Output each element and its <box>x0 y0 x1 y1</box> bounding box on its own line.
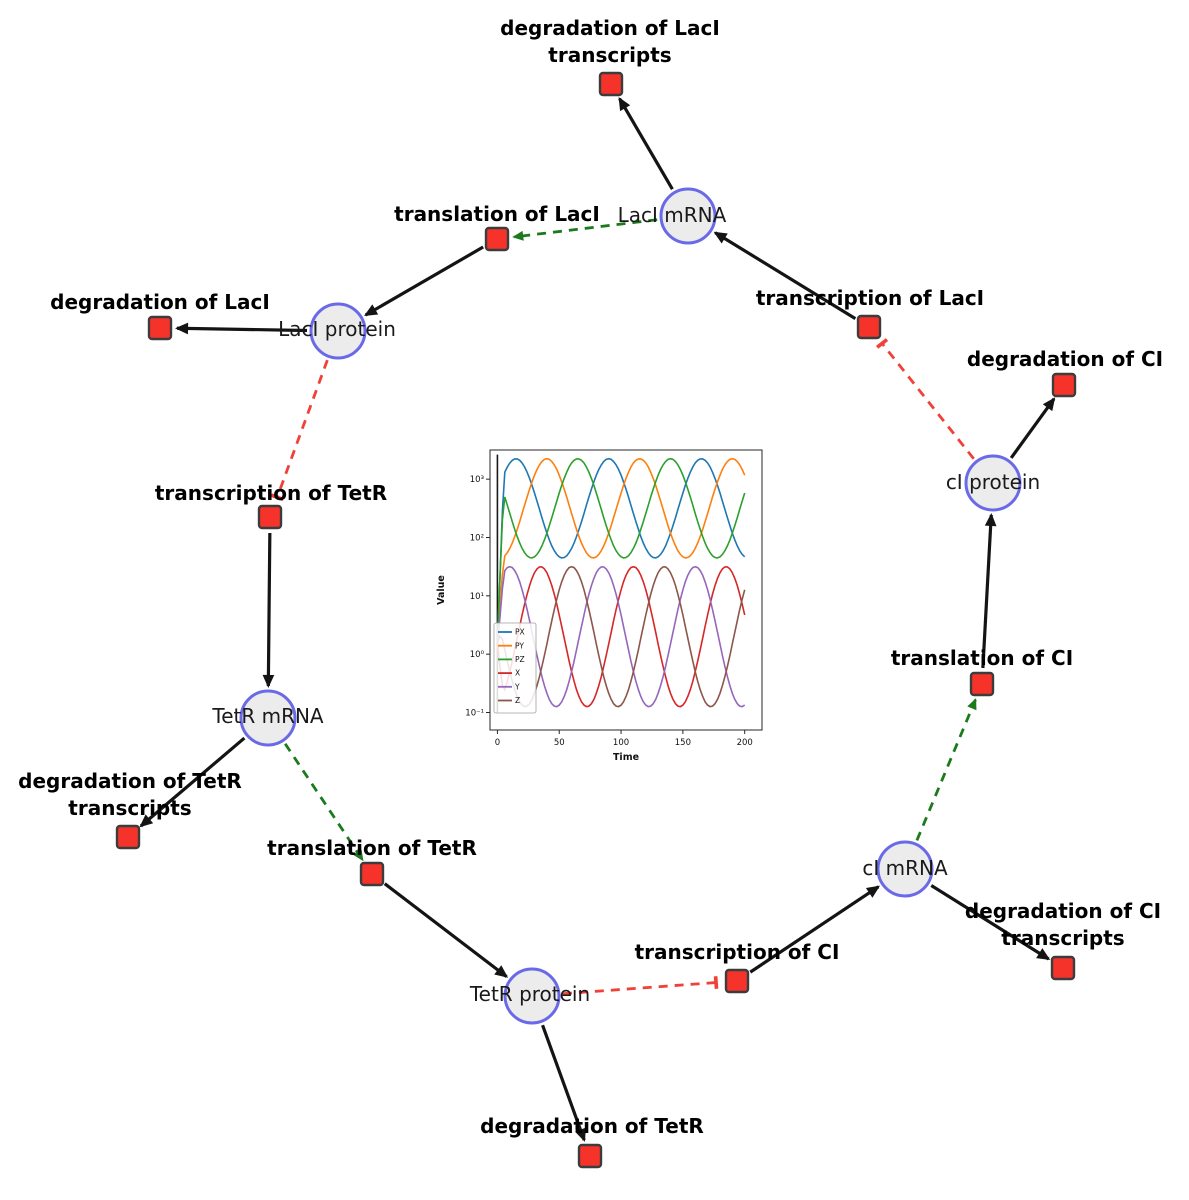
reaction-label-transcription_laci-line0: transcription of LacI <box>756 286 984 310</box>
x-tick-label: 50 <box>554 738 565 748</box>
edge-ci_protein-deg_ci <box>1009 397 1056 459</box>
series-line-PX <box>496 457 746 643</box>
x-axis-label: Time <box>613 752 639 763</box>
edge-laci_mrna-translation_laci <box>512 218 658 241</box>
series-line-PZ <box>496 457 746 643</box>
legend-label-X: X <box>515 669 520 678</box>
species-label-tetr_protein: TetR protein <box>469 982 590 1006</box>
x-tick-label: 0 <box>495 738 500 748</box>
reaction-label-transcription_tetr-line0: transcription of TetR <box>155 481 387 505</box>
edge-tetr_protein-deg_tetr <box>541 1024 586 1142</box>
reaction-node-deg_ci_tr[interactable] <box>1050 955 1076 981</box>
reaction-node-deg_tetr[interactable] <box>577 1143 603 1169</box>
reaction-node-transcription_ci[interactable] <box>724 968 750 994</box>
y-tick-label: 10² <box>470 534 484 544</box>
reaction-node-deg_ci[interactable] <box>1051 372 1077 398</box>
edge-translation_laci-laci_protein <box>364 245 484 317</box>
reaction-label-deg_tetr-line0: degradation of TetR <box>480 1114 704 1138</box>
legend-label-Z: Z <box>515 696 520 705</box>
series-line-PY <box>496 457 746 643</box>
reaction-label-deg_tetr_tr-line0: degradation of TetR <box>18 769 242 793</box>
edge-ci_protein-transcription_laci <box>876 338 975 460</box>
reaction-label-translation_laci-line0: translation of LacI <box>394 202 600 226</box>
nodes-layer <box>115 71 1077 1169</box>
edge-laci_protein-deg_laci <box>175 322 308 335</box>
legend-label-PZ: PZ <box>515 655 525 664</box>
reaction-label-deg_ci_tr-line1: transcripts <box>1001 926 1124 950</box>
reaction-node-translation_tetr[interactable] <box>359 861 385 887</box>
reaction-label-deg_laci_tr-line0: degradation of LacI <box>500 16 720 40</box>
edge-laci_protein-transcription_tetr <box>270 359 329 502</box>
edge-ci_mrna-deg_ci_tr <box>930 884 1051 961</box>
reaction-node-transcription_tetr[interactable] <box>257 504 283 530</box>
species-node-laci_protein[interactable] <box>309 302 367 360</box>
reaction-node-translation_laci[interactable] <box>484 226 510 252</box>
edges-layer <box>139 96 1056 1142</box>
reaction-node-transcription_laci[interactable] <box>856 314 882 340</box>
reaction-label-transcription_ci-line0: transcription of CI <box>635 940 840 964</box>
legend-label-PY: PY <box>515 641 524 650</box>
reaction-label-deg_laci-line0: degradation of LacI <box>50 290 270 314</box>
reaction-label-translation_ci-line0: translation of CI <box>891 646 1073 670</box>
species-label-tetr_mrna: TetR mRNA <box>211 704 324 728</box>
species-node-tetr_mrna[interactable] <box>239 689 297 747</box>
reaction-node-deg_laci[interactable] <box>147 315 173 341</box>
labels-layer: degradation of LacI transcripts translatio… <box>18 16 1163 1138</box>
edge-translation_tetr-tetr_protein <box>383 882 509 978</box>
x-tick-label: 100 <box>613 738 629 748</box>
species-node-ci_protein[interactable] <box>964 454 1022 512</box>
series-line-X <box>496 565 746 708</box>
y-tick-label: 10⁰ <box>470 650 485 660</box>
x-tick-label: 150 <box>675 738 691 748</box>
species-label-ci_mrna: cI mRNA <box>862 856 948 880</box>
species-label-laci_mrna: LacI mRNA <box>618 203 727 227</box>
y-tick-label: 10³ <box>470 475 484 485</box>
edge-transcription_laci-laci_mrna <box>713 231 857 320</box>
reaction-node-deg_laci_tr[interactable] <box>598 71 624 97</box>
reaction-node-deg_tetr_tr[interactable] <box>115 824 141 850</box>
reaction-label-deg_ci_tr-line0: degradation of CI <box>965 899 1161 923</box>
reaction-label-deg_ci-line0: degradation of CI <box>967 347 1163 371</box>
reaction-label-translation_tetr-line0: translation of TetR <box>267 836 477 860</box>
edge-tetr_mrna-translation_tetr <box>284 743 364 862</box>
x-tick-label: 200 <box>737 738 753 748</box>
species-node-laci_mrna[interactable] <box>659 187 717 245</box>
species-label-ci_protein: cI protein <box>946 470 1040 494</box>
species-node-tetr_protein[interactable] <box>503 967 561 1025</box>
edge-laci_mrna-deg_laci_tr <box>618 96 674 191</box>
y-tick-label: 10¹ <box>470 592 484 602</box>
edge-translation_ci-ci_protein <box>981 513 997 669</box>
series-line-Z <box>496 565 746 708</box>
legend-label-PX: PX <box>515 628 525 637</box>
edge-tetr_mrna-deg_tetr_tr <box>139 736 246 828</box>
edge-transcription_ci-ci_mrna <box>749 885 880 974</box>
reaction-node-translation_ci[interactable] <box>969 671 995 697</box>
edge-ci_mrna-translation_ci <box>915 698 977 841</box>
y-tick-label: 10⁻¹ <box>465 709 484 719</box>
y-axis-label: Value <box>436 575 447 605</box>
reaction-label-deg_tetr_tr-line1: transcripts <box>68 796 191 820</box>
legend-label-Y: Y <box>514 682 520 691</box>
series-line-Y <box>496 565 746 708</box>
species-node-ci_mrna[interactable] <box>876 840 934 898</box>
species-label-laci_protein: LacI protein <box>278 317 396 341</box>
edge-transcription_tetr-tetr_mrna <box>262 532 275 688</box>
reaction-label-deg_laci_tr-line1: transcripts <box>548 43 671 67</box>
